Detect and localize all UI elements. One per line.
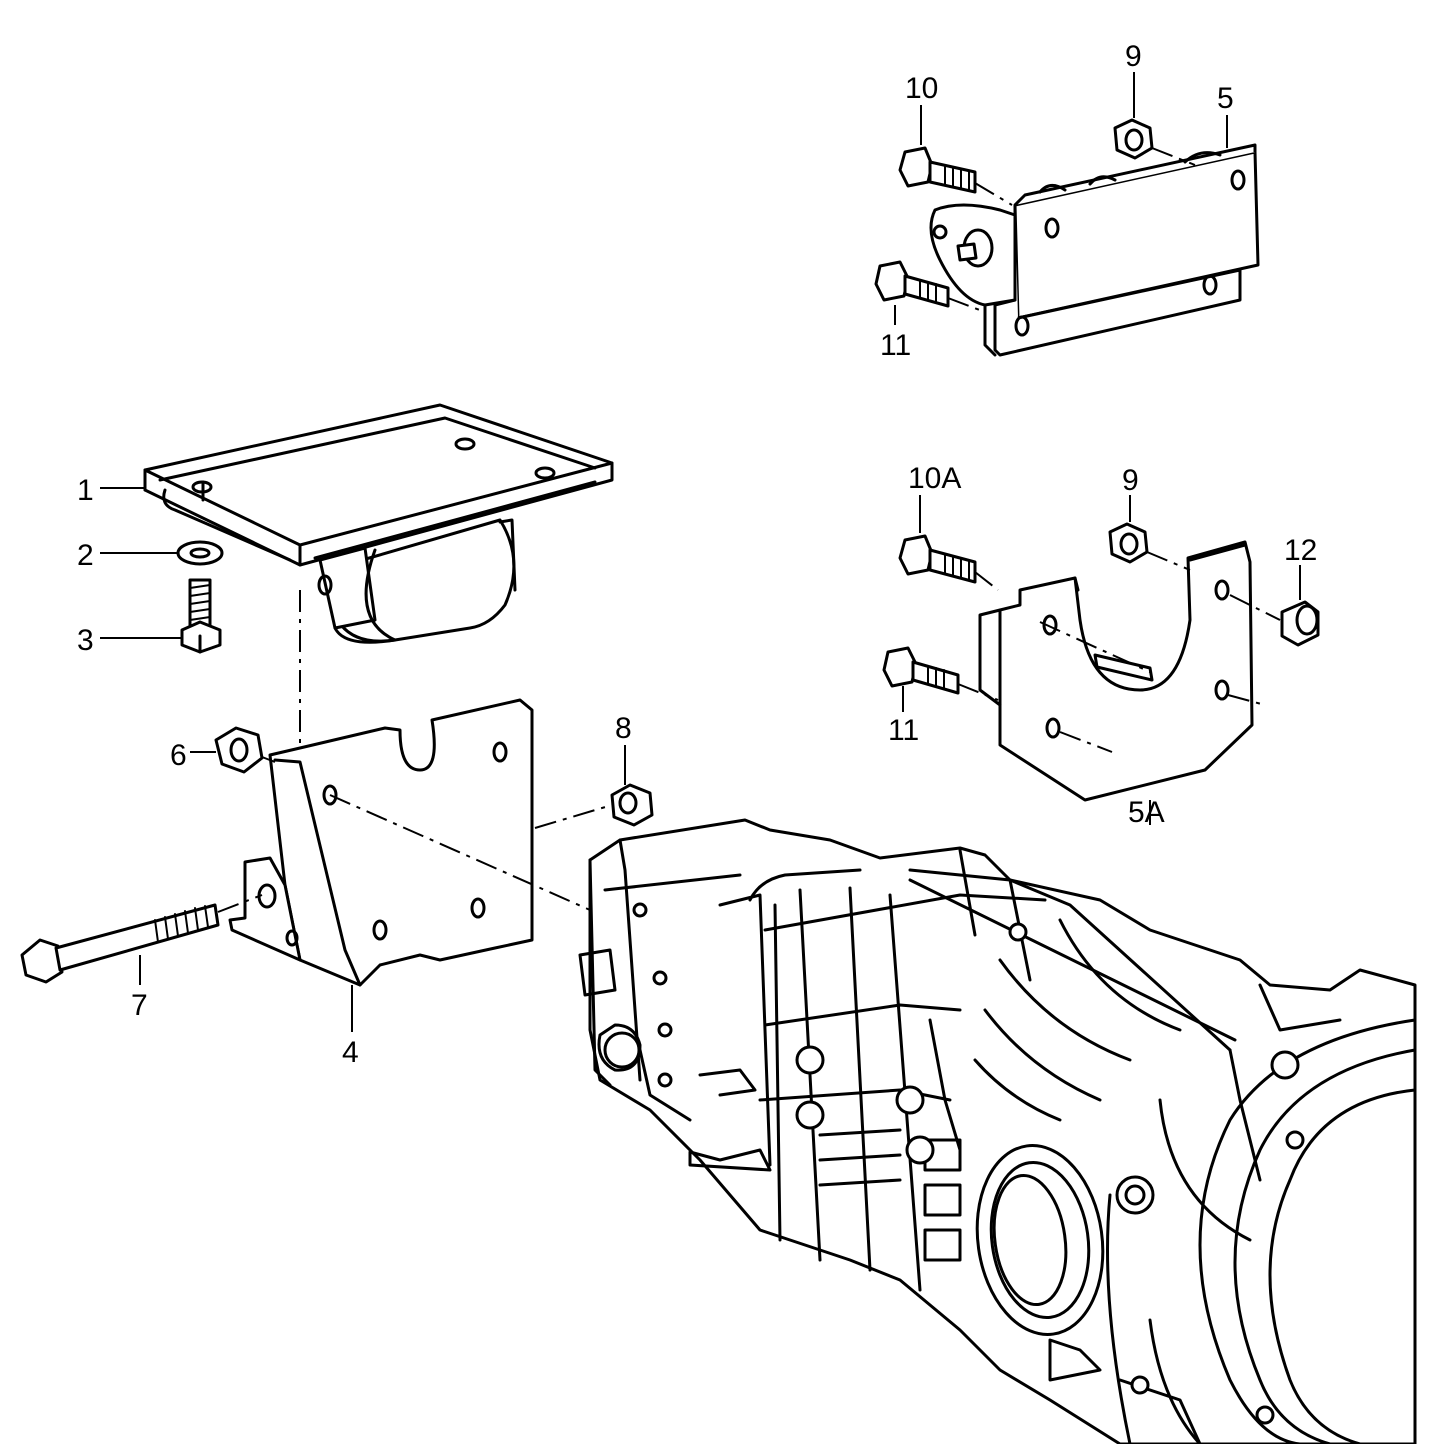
callout-2: 2 xyxy=(77,539,94,572)
bracket-5 xyxy=(929,143,1260,357)
rubber-mount-1 xyxy=(317,518,517,644)
callout-10: 10 xyxy=(905,72,938,105)
bolt-11-top xyxy=(874,260,950,308)
callout-4: 4 xyxy=(342,1036,359,1069)
bolt-7 xyxy=(20,903,220,984)
bolt-10 xyxy=(898,146,977,194)
nut-9-mid xyxy=(1108,522,1149,564)
bellhousing xyxy=(1198,1018,1417,1444)
callout-10a: 10A xyxy=(908,462,961,495)
callout-7: 7 xyxy=(131,989,148,1022)
gearbox-flange xyxy=(975,1144,1105,1336)
nut-6 xyxy=(214,726,264,774)
callout-9-top: 9 xyxy=(1125,40,1142,73)
callout-6: 6 xyxy=(170,739,187,772)
gearbox-housing xyxy=(578,818,1417,1444)
bolt-10a xyxy=(898,534,977,584)
bracket-4 xyxy=(228,698,534,987)
gearbox-bosses xyxy=(603,902,1305,1425)
callout-9-mid: 9 xyxy=(1122,464,1139,497)
bracket-5a xyxy=(978,540,1254,802)
callout-11-top: 11 xyxy=(880,329,911,362)
spacer-12 xyxy=(1280,600,1320,647)
nut-9-top xyxy=(1113,118,1154,160)
washer-2 xyxy=(176,540,224,566)
callout-1: 1 xyxy=(77,474,94,507)
bolt-3 xyxy=(180,578,222,654)
nut-8 xyxy=(610,783,654,827)
callout-5: 5 xyxy=(1217,82,1234,115)
callout-8: 8 xyxy=(615,712,632,745)
bolt-11-mid xyxy=(882,646,960,695)
callout-12: 12 xyxy=(1284,534,1317,567)
callout-5a: 5A xyxy=(1128,796,1165,829)
mount-plate-1 xyxy=(143,403,614,567)
callout-11-mid: 11 xyxy=(888,714,919,747)
callout-3: 3 xyxy=(77,624,94,657)
